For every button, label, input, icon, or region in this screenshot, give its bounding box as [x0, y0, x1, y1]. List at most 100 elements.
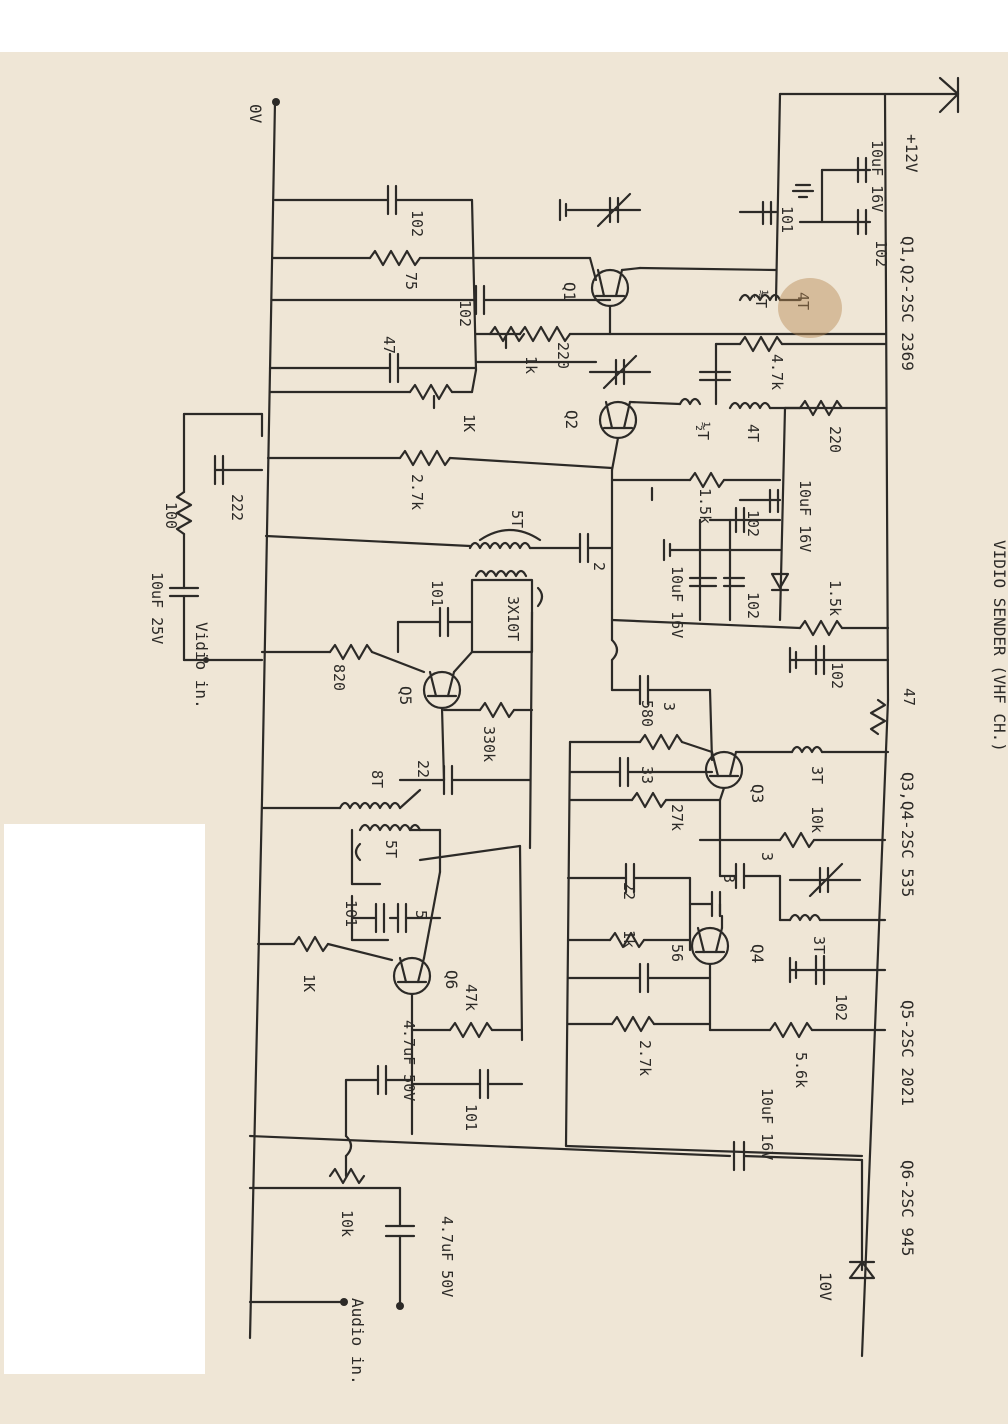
resonator-5t-b [350, 823, 524, 1042]
label-q4: Q4 [748, 944, 767, 963]
lbl-c-3-c: 3 [720, 874, 738, 883]
supply-filter-mid [610, 406, 790, 622]
lbl-r-47k-top: 4.7k [768, 354, 786, 390]
lbl-c-101-d: 101 [462, 1104, 480, 1131]
lbl-c-3-b: 3 [758, 852, 776, 861]
lbl-c-47uf-audio: 4.7uF 50V [438, 1216, 456, 1297]
label-q3: Q3 [748, 784, 767, 803]
label-q1: Q1 [560, 282, 579, 301]
video-in-label: Vidio in. [192, 622, 211, 709]
resistor-10k-a [698, 831, 887, 849]
lbl-r-220-top: 220 [554, 342, 572, 369]
resistor-47k-top [698, 335, 887, 406]
capacitor-5 [388, 902, 442, 934]
label-q6: Q6 [442, 970, 461, 989]
lbl-c-102-d: 102 [828, 662, 846, 689]
lbl-coil-half-b: ½T [694, 422, 712, 440]
lbl-r-47k-q6: 47k [462, 984, 480, 1011]
q3q4-left-bus [564, 740, 864, 1158]
transistor-q2 [598, 400, 682, 612]
coil-5t-top-small [536, 586, 544, 608]
coil-4t-a [738, 293, 802, 302]
lbl-r-27k-c: 2.7k [636, 1040, 654, 1076]
trimmer-q4 [788, 862, 862, 898]
resistor-820 [260, 643, 426, 674]
resistor-47k-q6 [410, 1021, 524, 1039]
zero-volt-rail [248, 98, 280, 1340]
lbl-c-10uf-16v-b: 10uF 16V [796, 480, 814, 552]
coil-3t-a [790, 745, 890, 754]
lbl-r-820: 820 [330, 664, 348, 691]
stain-mark [778, 278, 842, 338]
note-q1q2: Q1,Q2-2SC 2369 [898, 236, 917, 371]
lbl-r-10k-a: 10k [808, 806, 826, 833]
audio-in-label: Audio in. [348, 1298, 367, 1385]
transistor-q1 [590, 266, 778, 336]
transistor-q4 [690, 914, 730, 1032]
lbl-c-top-10uf: 10uF 16V [868, 140, 886, 212]
lbl-r-220-mid: 220 [826, 426, 844, 453]
trimmer-q2-base [588, 354, 652, 390]
capacitor-101-b [396, 606, 474, 654]
labels: VIDIO SENDER (VHF CH.) +12V 0V Q1,Q2-2SC… [192, 104, 1008, 1385]
lbl-r-47: 47 [900, 688, 918, 706]
lbl-c-102-e: 102 [832, 994, 850, 1021]
lbl-r-15k-b: 1.5k [826, 580, 844, 616]
transistor-q6 [392, 870, 442, 1136]
lbl-c-33: 33 [638, 766, 656, 784]
lbl-pot-10k: 10k [338, 1210, 356, 1237]
coil-8t [260, 788, 422, 810]
capacitor-22-a [398, 764, 532, 796]
lbl-coil-8t: 8T [368, 770, 386, 788]
blank-patch [4, 824, 205, 1374]
lbl-coil-3t-a: 3T [808, 766, 826, 784]
lbl-c-47: 47 [380, 336, 398, 354]
zero-volt-label: 0V [246, 104, 265, 124]
audio-input-network [248, 1134, 416, 1310]
note-q6: Q6-2SC 945 [898, 1160, 917, 1256]
lbl-c-5: 5 [412, 910, 430, 919]
lbl-c-102-left: 102 [408, 210, 426, 237]
lbl-r-27k-b: 27k [668, 804, 686, 831]
q4-base-network [566, 876, 722, 952]
component-labels: 10uF 16V 102 101 4T ½T 4.7k 220 4T ½T 22… [148, 140, 918, 1297]
lbl-r-1k-d: 1K [300, 974, 318, 992]
zener-label: 10V [816, 1272, 835, 1301]
resonator-5t-a [264, 529, 614, 564]
trimmer-q1-base [558, 192, 642, 228]
zener-10v [848, 1158, 876, 1280]
trimmer-1k-b [268, 368, 478, 410]
lbl-c-top-101: 101 [778, 206, 796, 233]
trimmer-1k-a [474, 325, 598, 364]
capacitor-47 [268, 352, 478, 384]
label-q2: Q2 [562, 410, 581, 429]
coil-3x10t [470, 569, 534, 850]
lbl-c-22-b: 22 [620, 882, 638, 900]
lbl-c-47uf: 4.7uF 50V [400, 1020, 418, 1101]
lbl-r-1k-c: 1k [620, 930, 638, 948]
capacitor-22-b [566, 862, 692, 894]
lbl-c-22-a: 22 [414, 760, 432, 778]
lbl-c-101-b: 101 [428, 580, 446, 607]
top-supply-decoupling [738, 92, 872, 302]
feedback-crossover [610, 608, 714, 762]
video-input-network [168, 412, 264, 663]
lbl-r-56k: 5.6k [792, 1052, 810, 1088]
resistor-75 [271, 249, 598, 282]
lbl-coil-half-a: ½T [752, 290, 770, 308]
lbl-r-27k-a: 2.7k [408, 474, 426, 510]
resistor-1k-d [256, 935, 394, 962]
resistor-56k [708, 1021, 887, 1039]
capacitor-102-left [273, 184, 478, 372]
coil-4t-b [678, 397, 887, 410]
lbl-c-56: 56 [668, 944, 686, 962]
lbl-c-10uf-16v-c: 10uF 16V [668, 566, 686, 638]
note-q3q4: Q3,Q4-2SC 535 [898, 772, 917, 897]
q3-q4-coupling [718, 798, 782, 922]
resistor-47 [869, 698, 887, 736]
resistor-27k-c [566, 1015, 712, 1033]
lbl-coil-5t-b: 5T [382, 840, 400, 858]
capacitor-102-d [788, 644, 890, 676]
lbl-r-15k-a: 1.5k [696, 488, 714, 524]
